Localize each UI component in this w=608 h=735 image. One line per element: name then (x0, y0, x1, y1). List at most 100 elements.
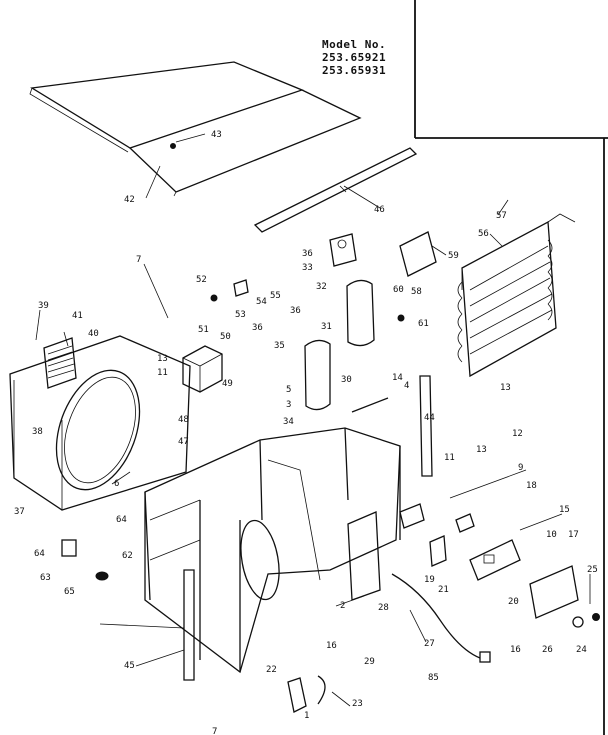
callout-51: 51 (198, 325, 209, 335)
callout-36a: 36 (302, 249, 313, 259)
callout-44: 44 (424, 413, 435, 423)
callout-17: 17 (568, 530, 579, 540)
callout-48: 48 (178, 415, 189, 425)
callout-10: 10 (546, 530, 557, 540)
model-number-1: 253.65921 (322, 51, 387, 64)
bracket-58 (399, 231, 437, 277)
side-panel-37 (9, 335, 191, 511)
strip-45 (183, 569, 195, 681)
callout-60: 60 (393, 285, 404, 295)
callout-58: 58 (411, 287, 422, 297)
rail-bar (253, 147, 418, 233)
callout-31: 31 (321, 322, 332, 332)
switch-panel-20 (469, 539, 521, 581)
callout-45: 45 (124, 661, 135, 671)
callout-29: 29 (364, 657, 375, 667)
callout-19: 19 (424, 575, 435, 585)
callout-6: 6 (114, 479, 119, 489)
callout-37: 37 (14, 507, 25, 517)
callout-13b: 13 (157, 354, 168, 364)
callout-55: 55 (270, 291, 281, 301)
callout-32: 32 (316, 282, 327, 292)
callout-30: 30 (341, 375, 352, 385)
callout-7a: 7 (136, 255, 141, 265)
condenser-coil (457, 213, 576, 378)
callout-54: 54 (256, 297, 267, 307)
power-cord-27 (391, 573, 491, 663)
divider-2 (347, 511, 381, 601)
callout-33: 33 (302, 263, 313, 273)
leader-lines (35, 165, 591, 707)
callout-13a: 13 (500, 383, 511, 393)
callout-16a: 16 (326, 641, 337, 651)
callout-9: 9 (518, 463, 523, 473)
callout-36c: 36 (252, 323, 263, 333)
callout-15: 15 (559, 505, 570, 515)
callout-26: 26 (542, 645, 553, 655)
foot-22 (287, 677, 307, 713)
capacitor-30 (346, 279, 375, 347)
callout-59: 59 (448, 251, 459, 261)
model-number-2: 253.65931 (322, 64, 387, 77)
part-63 (61, 539, 77, 557)
callout-65: 65 (64, 587, 75, 597)
callout-28: 28 (378, 603, 389, 613)
bracket-32 (329, 233, 357, 267)
top-cover-panel (29, 61, 362, 197)
grille-40 (43, 337, 77, 389)
callout-40: 40 (88, 329, 99, 339)
callout-22: 22 (266, 665, 277, 675)
callout-39: 39 (38, 301, 49, 311)
callout-61: 61 (418, 319, 429, 329)
bracket-18 (399, 503, 425, 529)
callout-21: 21 (438, 585, 449, 595)
knob-plate-17 (529, 565, 579, 619)
model-number-block: Model No. 253.65921 253.65931 (322, 38, 386, 77)
callout-20: 20 (508, 597, 519, 607)
callout-4: 4 (404, 381, 409, 391)
callout-35: 35 (274, 341, 285, 351)
callout-41: 41 (72, 311, 83, 321)
callout-43: 43 (211, 130, 222, 140)
callout-52: 52 (196, 275, 207, 285)
relay-50 (182, 345, 223, 393)
callout-64b: 64 (34, 549, 45, 559)
callout-62: 62 (122, 551, 133, 561)
clip-53 (233, 279, 249, 297)
callout-12: 12 (512, 429, 523, 439)
callout-46: 46 (374, 205, 385, 215)
callout-27: 27 (424, 639, 435, 649)
callout-23: 23 (352, 699, 363, 709)
clip-23 (317, 675, 326, 705)
callout-57: 57 (496, 211, 507, 221)
callout-18a: 18 (526, 481, 537, 491)
callout-49: 49 (222, 379, 233, 389)
callouts: 43 42 46 36 33 32 36 31 30 59 58 60 61 5… (14, 130, 598, 735)
callout-3: 3 (286, 400, 291, 410)
callout-25: 25 (587, 565, 598, 575)
callout-11a: 11 (157, 368, 168, 378)
part-19 (429, 535, 447, 567)
capacitor-35 (304, 339, 331, 411)
rod-4 (351, 397, 389, 413)
callout-13c: 13 (476, 445, 487, 455)
model-heading: Model No. (322, 38, 387, 51)
callout-16b: 16 (510, 645, 521, 655)
callout-64a: 64 (116, 515, 127, 525)
callout-50: 50 (220, 332, 231, 342)
callout-56: 56 (478, 229, 489, 239)
callout-36b: 36 (290, 306, 301, 316)
callout-24: 24 (576, 645, 587, 655)
knob-26 (572, 616, 584, 628)
knob-24 (592, 613, 600, 621)
callout-47: 47 (178, 437, 189, 447)
callout-11b: 11 (444, 453, 455, 463)
callout-2: 2 (340, 601, 345, 611)
callout-85: 85 (428, 673, 439, 683)
leader-long-1 (99, 623, 185, 629)
callout-14: 14 (392, 373, 403, 383)
callout-34: 34 (283, 417, 294, 427)
base-pan (144, 427, 401, 674)
bolt-60 (397, 314, 405, 322)
